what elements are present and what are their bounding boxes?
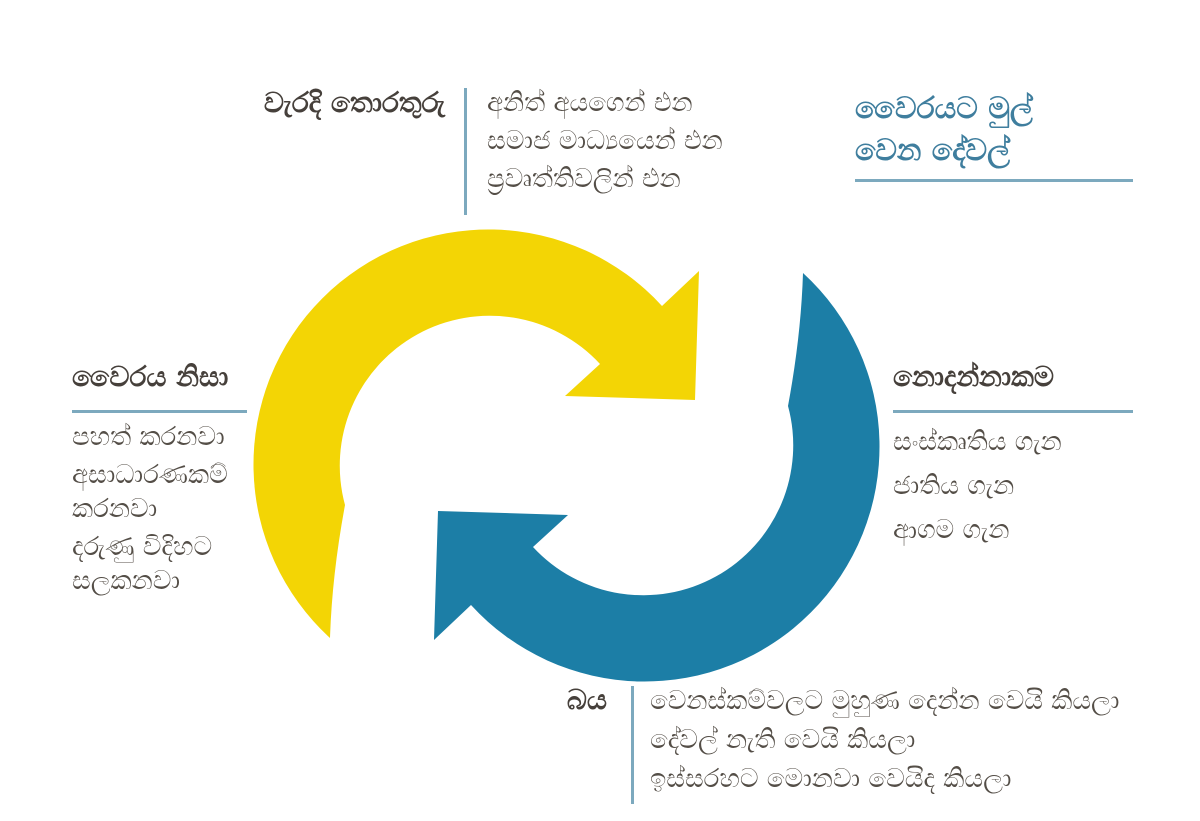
section-heading-fear: බය — [566, 683, 607, 716]
cycle-arrow-yellow — [253, 229, 699, 638]
section-list-fear: වෙනස්කම්වලට මුහුණ දෙන්න වෙයි කියලා දේවල්… — [650, 682, 1119, 799]
section-list-ignorance: සංස්කෘතිය ගැන ජාතිය ගැන ආගම ගැන — [893, 420, 1062, 552]
divider-under-left-heading — [72, 410, 247, 413]
list-item: සමාජ මාධ්‍යයෙන් එන — [487, 126, 723, 156]
list-item: පහත් කරනවා — [72, 422, 225, 452]
list-item: ආගම ගැන — [893, 515, 1010, 545]
list-item: ඉස්සරහට මොනවා වෙයිද කියලා — [650, 764, 1012, 794]
divider-vertical-top — [464, 88, 467, 215]
list-item: ප්‍රවෘත්තිවලින් එන — [487, 164, 681, 194]
diagram-title: වෛරයට මුල් වෙන දේවල් — [855, 88, 1033, 172]
cycle-arrow-blue — [434, 273, 880, 682]
diagram-title-line1: වෛරයට මුල් — [855, 91, 1033, 126]
section-list-wrong-information: අනිත් අයගෙන් එන සමාජ මාධ්‍යයෙන් එන ප්‍රව… — [487, 84, 723, 198]
divider-under-right-heading — [893, 410, 1133, 413]
section-list-because-of-hate: පහත් කරනවා අසාධාරණකම් කරනවා දරුණු විදිහට… — [72, 420, 272, 602]
divider-vertical-bottom — [631, 686, 634, 804]
list-item: අනිත් අයගෙන් එන — [487, 88, 693, 118]
list-item: සංස්කෘතිය ගැන — [893, 427, 1062, 457]
list-item: දරුණු විදිහට සලකනවා — [72, 532, 213, 596]
list-item: දේවල් නැති වෙයි කියලා — [650, 725, 916, 755]
section-heading-because-of-hate: වෛරය නිසා — [72, 360, 229, 393]
section-heading-wrong-information: වැරදි තොරතුරු — [263, 86, 445, 119]
list-item: අසාධාරණකම් කරනවා — [72, 460, 228, 524]
divider-under-title — [855, 179, 1133, 182]
diagram-title-line2: වෙන දේවල් — [855, 133, 1011, 168]
section-heading-ignorance: නොදන්නාකම — [893, 360, 1055, 393]
list-item: වෙනස්කම්වලට මුහුණ දෙන්න වෙයි කියලා — [650, 686, 1120, 716]
list-item: ජාතිය ගැන — [893, 471, 1015, 501]
